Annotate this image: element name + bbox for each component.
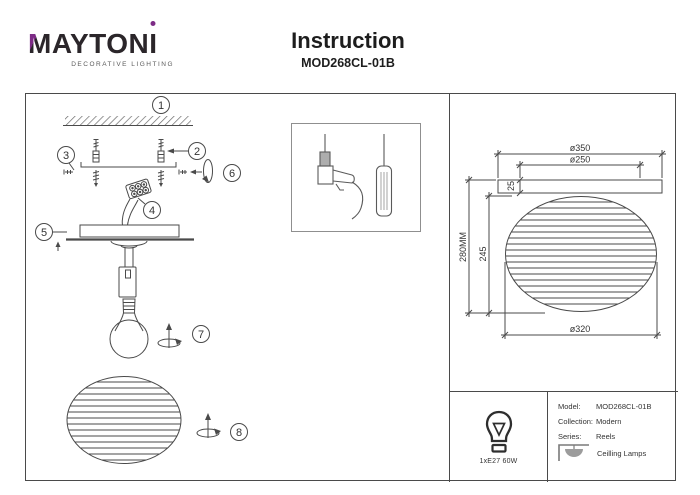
dim-label-25: 25 [506, 181, 516, 191]
wire [121, 198, 131, 226]
screw-anchor-right [157, 139, 165, 163]
svg-text:7: 7 [198, 329, 204, 341]
rotate-icon-8 [196, 412, 222, 439]
spec-model-value: MOD268CL-01B [596, 402, 652, 411]
dimension-labels: ø350 ø250 25 280MM 245 ø320 [458, 143, 590, 334]
bulb-spec-label: 1xE27 60W [479, 457, 518, 465]
step-marker-5: 5 [35, 223, 53, 241]
step-marker-3: 3 [57, 146, 75, 164]
canopy-plate [79, 224, 180, 238]
spec-row-collection: Collection:Modern [558, 417, 622, 426]
spec-category-value: Ceilling Lamps [597, 449, 647, 458]
step-marker-4: 4 [143, 201, 161, 219]
dim-canopy [497, 179, 663, 194]
rotate-icon-7 [157, 322, 183, 349]
dim-label-320: ø320 [570, 324, 591, 334]
ceiling-lamp-icon [558, 444, 589, 461]
svg-text:5: 5 [41, 227, 47, 239]
wire [127, 199, 139, 226]
step-marker-6: 6 [223, 164, 241, 182]
spec-row-category: Ceilling Lamps [558, 444, 674, 462]
dim-shade [505, 196, 657, 312]
bulb-spec-cell: 1xE27 60W [450, 392, 548, 482]
screwdriver-icon [375, 134, 393, 217]
document-title-block: Instruction MOD268CL-01B [275, 28, 421, 70]
svg-text:3: 3 [63, 150, 69, 162]
screw-lower-left [92, 170, 100, 187]
instruction-frame: 1 2 3 4 5 6 7 8 [25, 93, 678, 482]
tools-illustration [317, 134, 393, 220]
dim-label-250: ø250 [570, 155, 591, 165]
dim-label-280: 280MM [458, 232, 468, 262]
wire-connector [125, 178, 152, 200]
lamp-socket [118, 266, 137, 298]
spec-row-series: Series:Reels [558, 432, 616, 441]
step-marker-1: 1 [152, 96, 170, 114]
svg-text:1: 1 [158, 100, 164, 112]
dim-shade-ribs [505, 201, 657, 305]
step-marker-8: 8 [230, 423, 248, 441]
dim-label-350: ø350 [570, 143, 591, 153]
spec-list: Model:MOD268CL-01B Collection:Modern Ser… [548, 392, 678, 482]
ceiling-hatch [65, 116, 191, 125]
drill-icon [317, 134, 364, 220]
model-number: MOD268CL-01B [301, 56, 395, 70]
dimension-drawing: ø350 ø250 25 280MM 245 ø320 [458, 143, 666, 339]
socket-notch [125, 269, 131, 279]
brand-logo: MAYTONI DECORATIVE LIGHTING [28, 21, 176, 68]
side-screw-left [63, 169, 73, 175]
spec-series-value: Reels [596, 432, 616, 441]
rotate-icon-6 [202, 159, 213, 183]
step-marker-7: 7 [192, 325, 210, 343]
side-screw-right [178, 169, 187, 175]
dim-label-245: 245 [478, 246, 488, 261]
step-markers: 1 2 3 4 5 6 7 8 [35, 96, 248, 441]
brand-letters: AYTON [51, 28, 150, 59]
assembly-diagram: 1 2 3 4 5 6 7 8 [35, 96, 248, 464]
screw-anchor-left [92, 139, 100, 163]
step-marker-2: 2 [188, 142, 206, 160]
svg-text:6: 6 [229, 168, 235, 180]
svg-text:2: 2 [194, 146, 200, 158]
right-panel: ø350 ø250 25 280MM 245 ø320 1xE27 60W Mo… [449, 94, 678, 482]
screw-lower-right [157, 170, 165, 187]
canopy-dome [110, 240, 148, 247]
brand-i-dot [150, 21, 156, 26]
page-title: Instruction [291, 28, 405, 53]
brand-letter-i: I [149, 21, 157, 59]
brand-wordmark: MAYTONI [28, 21, 176, 59]
canopy-ring [120, 245, 138, 249]
brand-letter-m: M [28, 28, 52, 59]
light-bulb [109, 298, 149, 359]
svg-text:8: 8 [236, 427, 242, 439]
shade-ribs [67, 381, 181, 461]
svg-text:4: 4 [149, 205, 155, 217]
spec-row-model: Model:MOD268CL-01B [558, 402, 652, 411]
mounting-bracket [80, 162, 177, 168]
bulb-icon [485, 410, 512, 453]
brand-tagline: DECORATIVE LIGHTING [71, 61, 174, 68]
spec-strip: 1xE27 60W Model:MOD268CL-01B Collection:… [450, 391, 678, 482]
spec-collection-value: Modern [596, 417, 622, 426]
glass-shade [66, 376, 182, 464]
required-tools-box [291, 123, 421, 232]
